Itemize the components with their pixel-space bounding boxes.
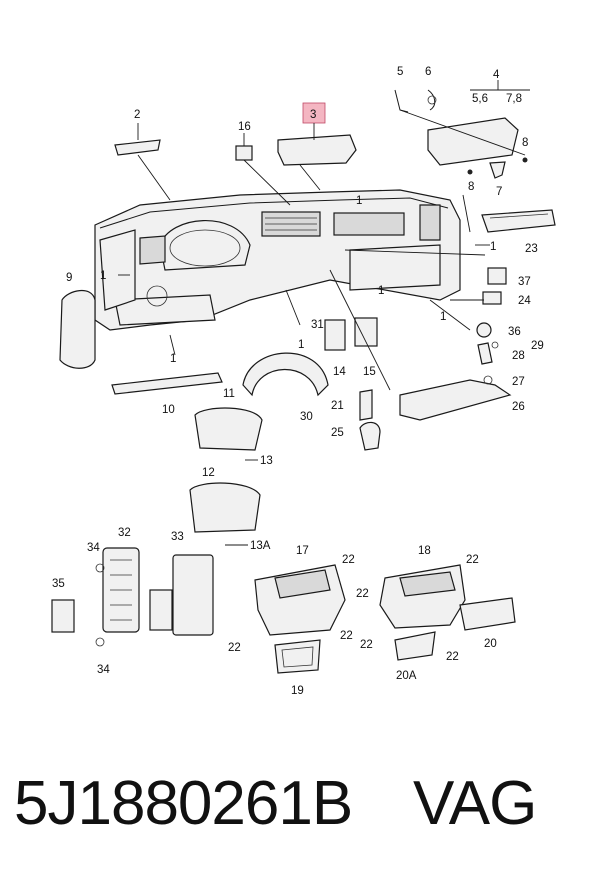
label-6: 6	[425, 66, 431, 78]
label-35: 35	[52, 578, 65, 590]
label-15: 15	[363, 366, 376, 378]
label-30: 30	[300, 411, 313, 423]
label-3: 3	[310, 109, 316, 121]
label-32: 32	[118, 527, 131, 539]
part-number-text: 5J1880261B	[14, 769, 353, 838]
label-5: 5	[397, 66, 403, 78]
callout-labels: 5 6 4 5,6 7,8 8 8 7 2 3 16 1 1 23 1 9 1 …	[52, 66, 544, 697]
label-1-top: 1	[356, 195, 362, 207]
label-36: 36	[508, 326, 521, 338]
switch-panels	[51, 547, 214, 647]
label-2: 2	[134, 109, 140, 121]
label-34-top: 34	[87, 542, 100, 554]
label-22-g: 22	[446, 651, 459, 663]
label-22-d: 22	[228, 642, 241, 654]
label-1-mid: 1	[378, 285, 384, 297]
label-22-e: 22	[466, 554, 479, 566]
label-31: 31	[311, 319, 324, 331]
label-4-sub-b: 7,8	[506, 93, 522, 105]
label-20: 20	[484, 638, 497, 650]
right-storage-assembly	[379, 564, 516, 661]
label-16: 16	[238, 121, 251, 133]
part-30-ring	[242, 352, 329, 397]
label-9: 9	[66, 272, 72, 284]
label-8-right: 8	[522, 137, 528, 149]
brand-text: VAG	[413, 769, 537, 838]
leader-lines	[118, 159, 490, 391]
label-22-c: 22	[340, 630, 353, 642]
label-13A: 13A	[250, 540, 271, 552]
label-23: 23	[525, 243, 538, 255]
label-1-bottom: 1	[170, 353, 176, 365]
label-1-lower: 1	[440, 311, 446, 323]
label-21: 21	[331, 400, 344, 412]
label-20A: 20A	[396, 670, 417, 682]
dashboard-assembly	[94, 189, 461, 331]
left-storage-assembly	[254, 564, 346, 674]
label-22-f: 22	[360, 639, 373, 651]
label-10: 10	[162, 404, 175, 416]
label-17: 17	[296, 545, 309, 557]
label-13: 13	[260, 455, 273, 467]
top-right-parts	[394, 80, 530, 179]
label-4: 4	[493, 69, 500, 81]
part-16-cap	[235, 133, 253, 161]
label-28: 28	[512, 350, 525, 362]
label-7: 7	[496, 186, 502, 198]
lower-right-parts	[359, 341, 512, 451]
part-9-side-cover	[59, 290, 96, 369]
part-14-15-clips	[324, 317, 378, 351]
part-2-trim	[114, 123, 171, 201]
label-26: 26	[512, 401, 525, 413]
label-1-center: 1	[298, 339, 304, 351]
label-1-right: 1	[490, 241, 496, 253]
label-37: 37	[518, 276, 531, 288]
label-12: 12	[202, 467, 215, 479]
label-4-sub-a: 5,6	[472, 93, 488, 105]
part-23-vent	[481, 209, 556, 233]
label-34-bottom: 34	[97, 664, 110, 676]
part-3-cover	[277, 102, 357, 166]
right-small-parts	[476, 267, 507, 338]
label-22-b: 22	[356, 588, 369, 600]
label-24: 24	[518, 295, 531, 307]
label-18: 18	[418, 545, 431, 557]
label-22-a: 22	[342, 554, 355, 566]
steering-column-shrouds	[189, 407, 263, 546]
label-29: 29	[531, 340, 544, 352]
label-33: 33	[171, 531, 184, 543]
label-27: 27	[512, 376, 525, 388]
label-25: 25	[331, 427, 344, 439]
label-14: 14	[333, 366, 346, 378]
label-19: 19	[291, 685, 304, 697]
label-11: 11	[223, 388, 235, 400]
label-8-left: 8	[468, 181, 474, 193]
label-1-left: 1	[100, 270, 106, 282]
part-10-strip	[111, 372, 223, 395]
